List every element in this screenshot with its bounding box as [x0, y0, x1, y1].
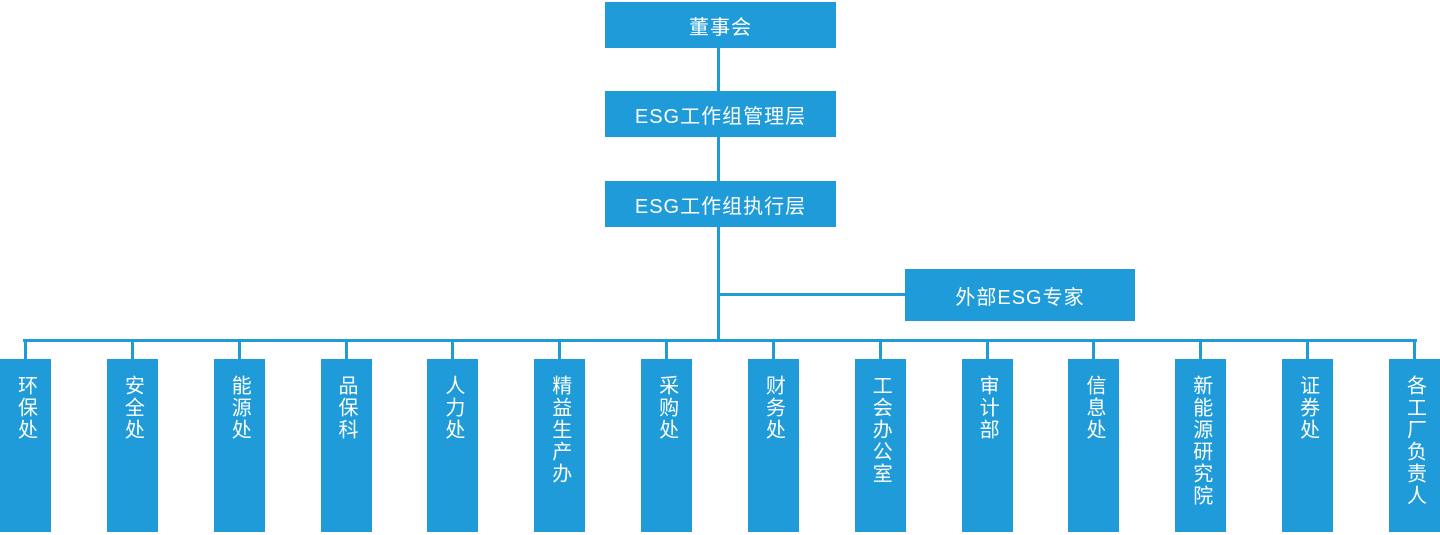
department-node: 新能源研究院 [1175, 339, 1227, 532]
department-label: 环保处 [14, 375, 37, 441]
department-label: 能源处 [228, 375, 251, 441]
department-node: 财务处 [747, 339, 799, 532]
department-node: 各工厂负责人 [1388, 339, 1440, 532]
department-node: 采购处 [641, 339, 693, 532]
department-node: 安全处 [106, 339, 158, 532]
node-external-esg-expert: 外部ESG专家 [905, 269, 1135, 321]
department-label: 各工厂负责人 [1403, 375, 1426, 507]
department-label: 财务处 [762, 375, 785, 441]
department-label: 工会办公室 [869, 375, 892, 485]
node-board: 董事会 [605, 2, 836, 48]
department-label: 品保科 [335, 375, 358, 441]
department-node: 工会办公室 [854, 339, 906, 532]
department-node: 信息处 [1068, 339, 1120, 532]
connector-management-execution [717, 137, 720, 181]
department-node: 审计部 [961, 339, 1013, 532]
connector-external-branch [719, 293, 905, 296]
connector-stub [771, 339, 775, 359]
connector-stub [451, 339, 455, 359]
connector-board-management [717, 48, 720, 91]
connector-stub [1092, 339, 1096, 359]
department-label: 精益生产办 [548, 375, 571, 485]
department-label: 新能源研究院 [1189, 375, 1212, 507]
department-row: 环保处 安全处 能源处 品保科 人力处 精益生产办 采购处 财务处 工会办公室 … [0, 339, 1440, 532]
connector-stub [1199, 339, 1203, 359]
connector-stub [985, 339, 989, 359]
connector-trunk [717, 227, 720, 342]
department-node: 环保处 [0, 339, 51, 532]
node-esg-management: ESG工作组管理层 [605, 91, 836, 137]
department-label: 人力处 [441, 375, 464, 441]
connector-stub [558, 339, 562, 359]
department-node: 证券处 [1282, 339, 1334, 532]
node-esg-execution: ESG工作组执行层 [605, 181, 836, 227]
department-label: 审计部 [976, 375, 999, 441]
connector-stub [24, 339, 27, 359]
department-label: 安全处 [121, 375, 144, 441]
department-node: 品保科 [320, 339, 372, 532]
department-node: 精益生产办 [534, 339, 586, 532]
department-node: 人力处 [427, 339, 479, 532]
connector-stub [878, 339, 882, 359]
connector-stub [344, 339, 348, 359]
connector-distribution-line [23, 339, 1417, 342]
connector-stub [1306, 339, 1310, 359]
connector-stub [130, 339, 134, 359]
connector-stub [665, 339, 669, 359]
connector-stub [237, 339, 241, 359]
connector-stub [1412, 339, 1416, 359]
department-label: 证券处 [1296, 375, 1319, 441]
department-label: 采购处 [655, 375, 678, 441]
department-label: 信息处 [1082, 375, 1105, 441]
department-node: 能源处 [213, 339, 265, 532]
